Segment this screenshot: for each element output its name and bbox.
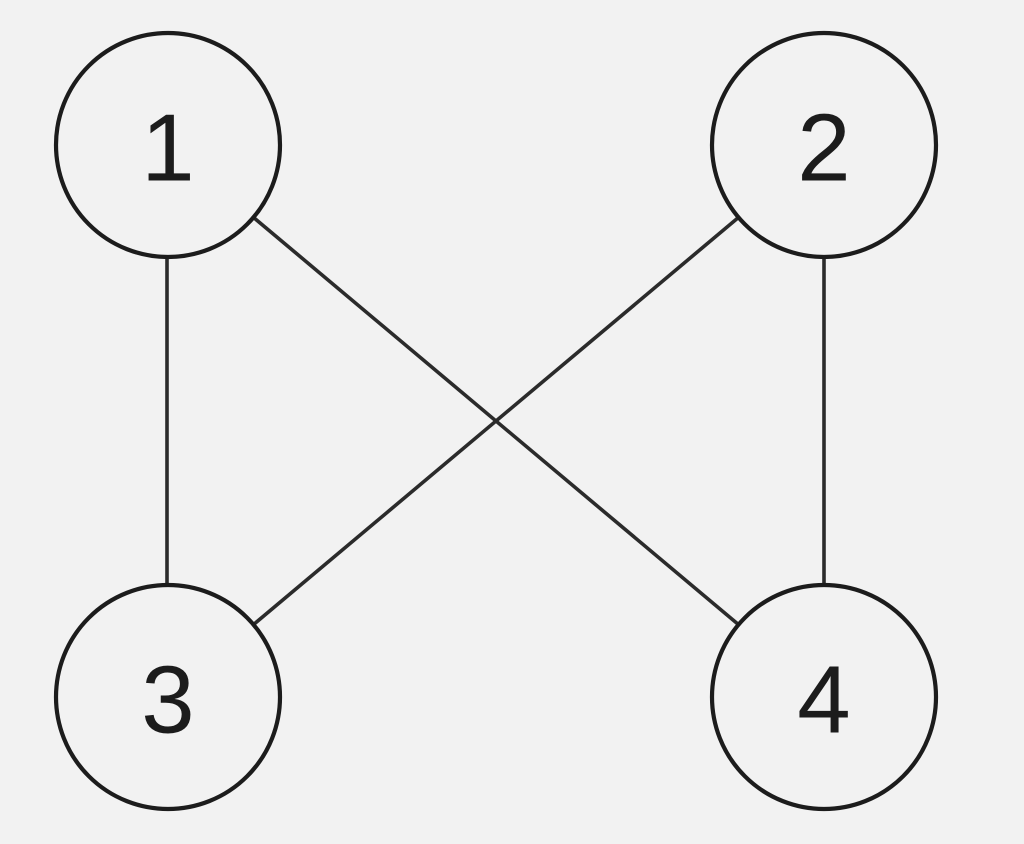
node-1-circle[interactable]: [53, 30, 283, 260]
node-3-label: 3: [141, 647, 194, 754]
node-3[interactable]: 3: [53, 582, 283, 812]
edge-layer: [165, 215, 826, 627]
node-2-circle[interactable]: [709, 30, 939, 260]
node-4-circle[interactable]: [709, 582, 939, 812]
node-1[interactable]: 1: [53, 30, 283, 260]
node-1-label: 1: [141, 95, 194, 202]
node-2-label: 2: [797, 95, 850, 202]
edge-2-3: [251, 215, 741, 627]
node-4-label: 4: [797, 647, 850, 754]
node-2[interactable]: 2: [709, 30, 939, 260]
node-4[interactable]: 4: [709, 582, 939, 812]
node-layer: 1 2 3 4: [53, 30, 939, 812]
node-3-circle[interactable]: [53, 582, 283, 812]
